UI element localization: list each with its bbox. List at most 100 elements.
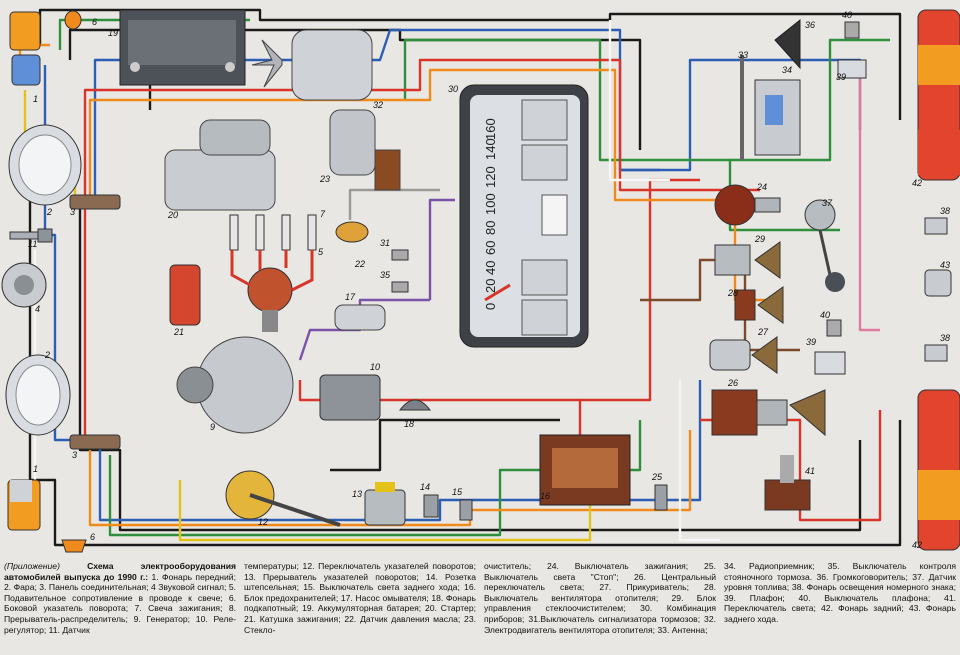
callout-label: 5 [318, 247, 324, 257]
callout-label: 14 [420, 482, 430, 492]
central-light-switch [711, 389, 826, 437]
callout-label: 1 [33, 464, 38, 474]
callout-label: 40 [842, 10, 852, 20]
speed-tick: 160 [483, 118, 498, 140]
fuel-level-sensor [804, 199, 845, 292]
callout-label: 29 [754, 234, 765, 244]
cigarette-lighter [709, 336, 778, 374]
legend-text: 1. Фонарь передний; 2. Фара; 3. Панель с… [4, 571, 236, 635]
callout-label: 25 [651, 472, 663, 482]
callout-label: 2 [44, 350, 50, 360]
dome-lamp-switch-bottom [826, 319, 842, 337]
callout-label: 13 [352, 489, 362, 499]
callout-label: 18 [404, 419, 414, 429]
battery [119, 9, 246, 86]
radio-receiver [754, 79, 801, 156]
license-plate-lamp-bottom [924, 344, 948, 362]
reverse-light-switch [459, 499, 473, 521]
front-lamp-bottom [7, 479, 41, 531]
speed-tick: 20 [483, 279, 498, 293]
callout-label: 27 [757, 327, 769, 337]
wiring-diagram: 160 140 120 100 80 60 40 20 0 1 1 2 2 3 … [1, 8, 960, 553]
callout-label: 34 [782, 65, 792, 75]
callout-label: 43 [940, 260, 950, 270]
wiper-motor [329, 109, 401, 191]
speed-tick: 40 [483, 261, 498, 275]
callout-label: 31 [380, 238, 390, 248]
callout-label: 23 [319, 174, 330, 184]
starter [164, 119, 276, 211]
turn-signal-flasher [364, 482, 406, 526]
heater-fan-switch [734, 286, 784, 324]
callout-label: 2 [46, 207, 52, 217]
speed-tick: 0 [483, 303, 498, 310]
connector-panel-bottom [69, 434, 121, 450]
brake-light-switch [654, 484, 668, 511]
rear-lamp-bottom [917, 389, 960, 551]
callout-label: 9 [210, 422, 215, 432]
callout-label: 36 [805, 20, 815, 30]
side-turn-indicator-top [64, 10, 82, 30]
callout-label: 1 [33, 94, 38, 104]
heater-fan-motor [291, 29, 373, 101]
ignition-switch [714, 184, 781, 226]
washer-pump [334, 304, 386, 331]
power-socket [423, 494, 439, 518]
callout-label: 20 [167, 210, 178, 220]
legend-column-4: 34. Радиоприемник; 35. Выключатель контр… [724, 561, 956, 653]
callout-label: 38 [940, 206, 950, 216]
callout-label: 15 [452, 487, 463, 497]
callout-numbers: 1 1 2 2 3 3 4 5 6 6 7 9 10 11 12 13 14 1… [28, 10, 950, 550]
component-legend: (Приложение) Схема электрооборудования а… [4, 561, 956, 653]
speed-tick: 140 [483, 138, 498, 160]
callout-label: 17 [345, 292, 356, 302]
brake-warning-switch [391, 249, 409, 261]
callout-label: 40 [820, 310, 830, 320]
legend-text: температуры; 12. Переключатель указателе… [244, 561, 476, 635]
connector-panel-top [69, 194, 121, 210]
callout-label: 32 [373, 100, 383, 110]
callout-label: 30 [448, 84, 458, 94]
callout-label: 41 [805, 466, 815, 476]
callout-label: 42 [912, 540, 922, 550]
callout-label: 6 [92, 17, 97, 27]
callout-label: 22 [354, 259, 365, 269]
callout-label: 3 [70, 207, 75, 217]
speed-tick: 60 [483, 241, 498, 255]
speed-tick: 100 [483, 193, 498, 215]
distributor [230, 250, 314, 332]
legend-column-2: температуры; 12. Переключатель указателе… [244, 561, 476, 653]
spark-plugs [229, 214, 317, 251]
instrument-cluster: 160 140 120 100 80 60 40 20 0 [459, 84, 589, 348]
legend-text: 34. Радиоприемник; 35. Выключатель контр… [724, 561, 956, 624]
rear-lamp-top [917, 9, 960, 181]
legend-text: очиститель; 24. Выключатель зажигания; 2… [484, 561, 716, 635]
side-turn-indicator-bottom [61, 539, 87, 553]
callout-label: 39 [836, 72, 846, 82]
callout-label: 42 [912, 178, 922, 188]
callout-label: 7 [320, 209, 326, 219]
voltage-regulator [319, 374, 381, 421]
generator [176, 336, 294, 434]
callout-label: 11 [28, 239, 37, 249]
front-lamp-top [9, 11, 41, 86]
legend-heading: (Приложение) Схема электрооборудования а… [4, 561, 236, 582]
dome-lamp-bottom [814, 351, 846, 375]
temperature-sensor [9, 228, 53, 243]
callout-label: 28 [727, 288, 738, 298]
parking-brake-switch [391, 281, 409, 293]
headlamp-top [8, 124, 82, 206]
horn [1, 262, 47, 308]
callout-label: 38 [940, 333, 950, 343]
callout-label: 26 [727, 378, 738, 388]
hood-lamp [398, 399, 432, 411]
callout-label: 12 [258, 517, 268, 527]
headlamp-bottom [5, 354, 71, 436]
legend-column-1: (Приложение) Схема электрооборудования а… [4, 561, 236, 653]
callout-label: 24 [756, 182, 767, 192]
callout-label: 3 [72, 450, 77, 460]
dome-lamp-switch-top [844, 21, 860, 39]
callout-label: 37 [822, 198, 833, 208]
legend-prefix: (Приложение) [4, 561, 60, 571]
